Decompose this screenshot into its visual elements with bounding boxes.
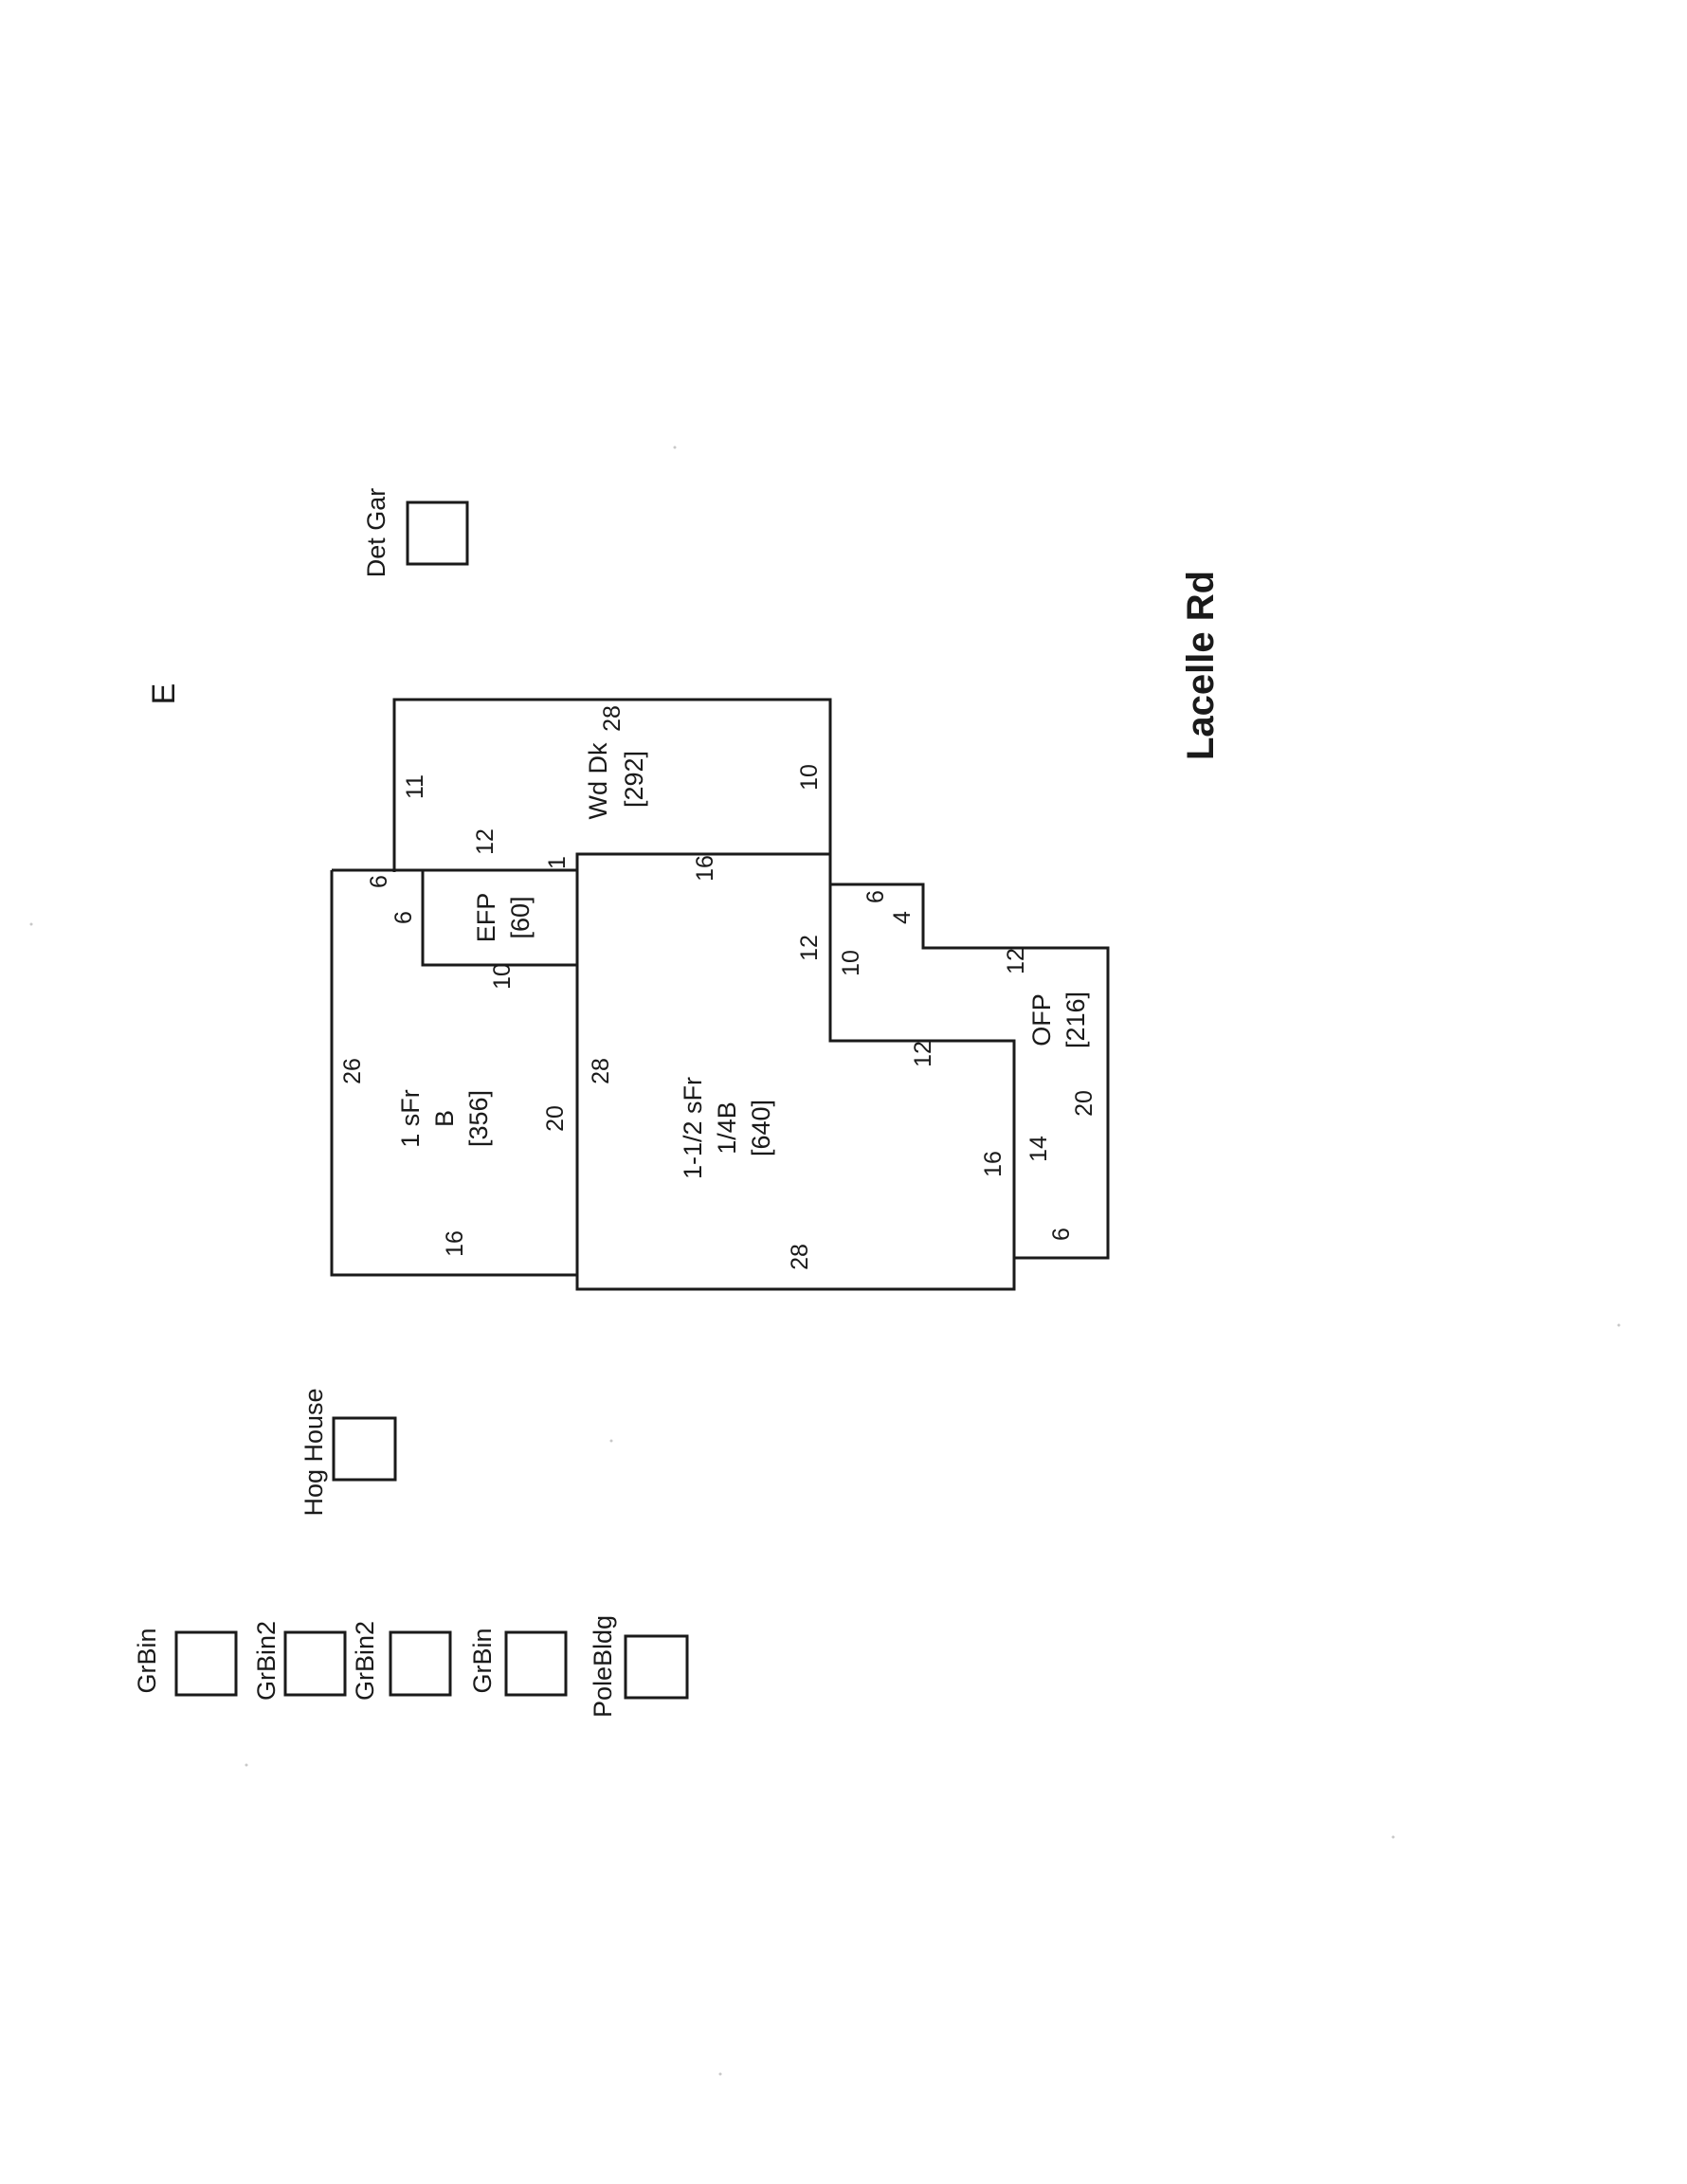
one-sfr-outline bbox=[330, 868, 577, 1277]
gr-bin-1-label: GrBin bbox=[133, 1628, 161, 1693]
dim-label: 6 bbox=[1048, 1228, 1075, 1241]
ofp-name: OFP bbox=[1027, 993, 1056, 1046]
dim-label: 10 bbox=[838, 950, 864, 976]
dim-label: 1 bbox=[544, 856, 571, 869]
pole-bldg-label: PoleBldg bbox=[589, 1615, 617, 1718]
dim-label: 28 bbox=[787, 1244, 813, 1270]
dim-label: 11 bbox=[402, 774, 428, 799]
one-half-sfr-name: 1-1/2 sFr bbox=[679, 1077, 707, 1179]
dim-label: 10 bbox=[489, 963, 516, 990]
dim-label: 12 bbox=[910, 1041, 936, 1067]
gr-bin-2-label: GrBin bbox=[468, 1628, 497, 1693]
area-labels: Wd Dk [292] EFP [60] 1 sFr B [356] 1-1/2… bbox=[396, 742, 1090, 1179]
road-label: Lacelle Rd bbox=[1180, 571, 1222, 760]
scan-specks bbox=[29, 446, 1621, 2076]
det-gar-building: Det Gar bbox=[362, 488, 469, 578]
one-half-sfr-size: [640] bbox=[747, 1100, 775, 1156]
hog-house-label: Hog House bbox=[299, 1388, 328, 1516]
efp-size: [60] bbox=[506, 896, 535, 938]
one-half-sfr-sub: 1/4B bbox=[713, 1101, 741, 1155]
dim-label: 6 bbox=[366, 875, 392, 888]
floor-plan bbox=[330, 698, 1110, 1291]
dim-label: 6 bbox=[862, 890, 889, 903]
gr-bin2-1-label: GrBin2 bbox=[252, 1621, 281, 1701]
ofp-size: [216] bbox=[1061, 992, 1090, 1048]
dim-label: 16 bbox=[692, 855, 718, 882]
dim-label: 10 bbox=[796, 764, 823, 791]
det-gar-label: Det Gar bbox=[362, 488, 390, 578]
gr-bin2-1: GrBin2 bbox=[252, 1621, 347, 1701]
efp-name: EFP bbox=[472, 893, 500, 943]
dim-label: 20 bbox=[542, 1105, 569, 1132]
efp-outline bbox=[421, 868, 577, 967]
dim-label: 12 bbox=[796, 935, 823, 961]
dim-label: 14 bbox=[1025, 1136, 1052, 1162]
one-sfr-sub: B bbox=[430, 1110, 459, 1127]
compass-label: E bbox=[146, 683, 182, 705]
dim-label: 16 bbox=[980, 1151, 1007, 1177]
gr-bin-2: GrBin bbox=[468, 1628, 568, 1697]
wd-dk-name: Wd Dk bbox=[584, 742, 612, 820]
pole-bldg: PoleBldg bbox=[589, 1615, 689, 1718]
one-sfr-size: [356] bbox=[464, 1090, 493, 1147]
dim-label: 16 bbox=[442, 1230, 468, 1257]
gr-bin2-2-label: GrBin2 bbox=[351, 1621, 379, 1701]
gr-bin-1: GrBin bbox=[133, 1628, 238, 1697]
dim-label: 20 bbox=[1071, 1090, 1097, 1117]
one-half-sfr-outline bbox=[575, 852, 1016, 1291]
dim-label: 12 bbox=[1003, 948, 1029, 974]
dim-label: 4 bbox=[889, 911, 916, 924]
gr-bin2-2: GrBin2 bbox=[351, 1621, 452, 1701]
ofp-outline bbox=[830, 883, 1110, 1260]
dim-label: 28 bbox=[599, 705, 626, 732]
dim-label: 28 bbox=[588, 1058, 614, 1084]
one-sfr-name: 1 sFr bbox=[396, 1089, 425, 1148]
wd-dk-outline bbox=[392, 698, 832, 872]
hog-house-building: Hog House bbox=[299, 1388, 397, 1517]
wd-dk-size: [292] bbox=[620, 751, 648, 808]
dimension-labels: 28 11 12 10 6 6 10 1 26 20 16 16 12 28 1… bbox=[339, 705, 1097, 1270]
dim-label: 26 bbox=[339, 1058, 366, 1084]
dim-label: 6 bbox=[390, 911, 417, 924]
dim-label: 12 bbox=[472, 828, 499, 855]
